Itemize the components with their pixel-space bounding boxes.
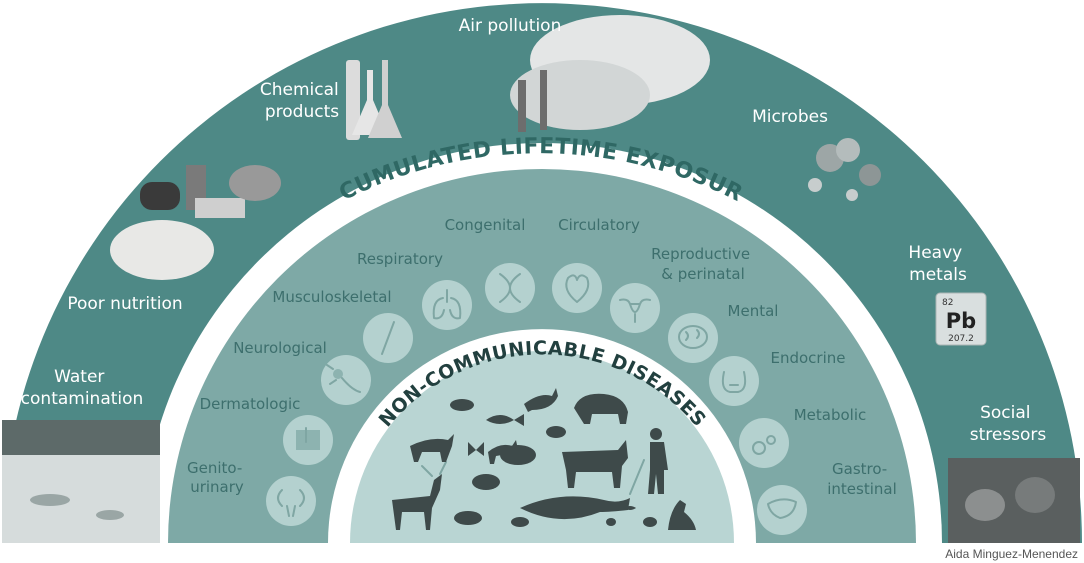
poor-nutrition-photo [110, 165, 281, 280]
genito-urinary-icon [266, 476, 316, 526]
otter-icon [668, 500, 696, 530]
congenital-label: Congenital [445, 216, 526, 234]
gastro-intestinal-label: Gastro- intestinal [827, 460, 897, 498]
social-stressors-label: Social stressors [970, 403, 1047, 445]
neuron-icon [321, 355, 371, 405]
lead-symbol: Pb [946, 309, 976, 333]
fish-icon [486, 414, 524, 426]
chemical-products-label: Chemical products [260, 80, 344, 122]
liver-icon [757, 485, 807, 535]
cow-icon [562, 440, 628, 488]
heart-icon [552, 263, 602, 313]
dermatology-skin-icon [283, 415, 333, 465]
water-contamination-photo [2, 420, 160, 543]
musculoskeletal-label: Musculoskeletal [272, 288, 391, 306]
bird-icon [643, 517, 657, 527]
cat-icon [524, 388, 558, 412]
reproductive-perinatal-label: Reproductive & perinatal [651, 245, 755, 283]
circulatory-label: Circulatory [558, 216, 640, 234]
image-credit: Aida Minguez-Menendez [945, 547, 1078, 561]
metabolic-label: Metabolic [794, 406, 867, 424]
cheetah-icon [410, 434, 454, 462]
pig-icon [500, 445, 536, 465]
small-fish-icon [624, 506, 636, 510]
lead-atomic-mass: 207.2 [948, 334, 974, 344]
microbes-photo [808, 138, 881, 201]
lead-element-tile: 82 Pb 207.2 [935, 292, 987, 346]
poor-nutrition-label: Poor nutrition [67, 294, 182, 314]
microbes-label: Microbes [752, 107, 828, 127]
social-stressors-photo [948, 458, 1080, 543]
air-pollution-photo [510, 15, 710, 132]
metabolic-gears-icon [739, 418, 789, 468]
person-with-cane-icon [629, 428, 668, 495]
respiratory-label: Respiratory [357, 250, 443, 268]
lungs-icon [422, 280, 472, 330]
chemical-products-photo [346, 60, 402, 140]
lead-atomic-number: 82 [942, 298, 953, 308]
moose-icon [392, 461, 447, 530]
mental-label: Mental [728, 302, 779, 320]
beaver-icon [454, 511, 482, 525]
dermatologic-label: Dermatologic [200, 395, 301, 413]
beetle-icon [606, 518, 616, 526]
thyroid-icon [709, 356, 759, 406]
dna-icon [485, 263, 535, 313]
frog-icon [450, 399, 474, 411]
endocrine-label: Endocrine [771, 349, 846, 367]
heavy-metals-label: Heavy metals [908, 243, 967, 285]
genito-urinary-label: Genito- urinary [187, 459, 247, 496]
frog-small-icon [511, 517, 529, 527]
uterus-icon [610, 283, 660, 333]
water-contamination-label: Water contamination [21, 367, 144, 409]
turtle-icon [472, 474, 500, 490]
neurological-label: Neurological [233, 339, 327, 357]
brain-icon [668, 313, 718, 363]
air-pollution-label: Air pollution [459, 16, 562, 36]
bone-icon [363, 313, 413, 363]
butterfly-icon [468, 442, 484, 456]
crab-icon [546, 426, 566, 438]
whale-icon [520, 496, 630, 520]
bear-icon [574, 393, 628, 424]
species-silhouettes [392, 388, 696, 530]
inner-species-ring [350, 351, 734, 543]
